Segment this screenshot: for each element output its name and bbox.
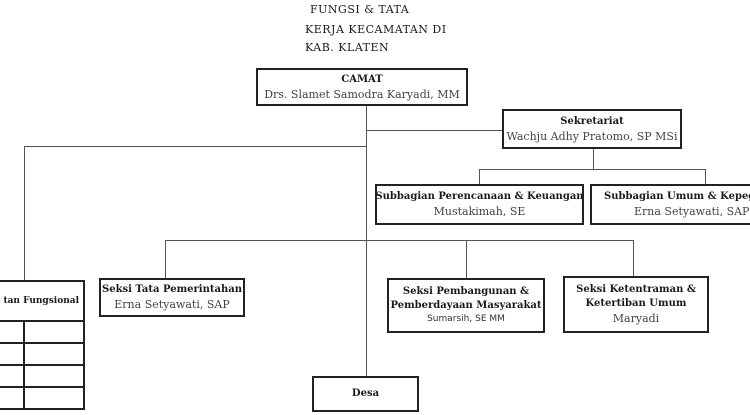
fungsional-cell — [0, 342, 25, 366]
subbagian-perencanaan-name: Mustakimah, SE — [433, 205, 526, 218]
fungsional-cell — [0, 320, 25, 344]
camat-title: CAMAT — [341, 73, 383, 85]
seksi-tata-name: Erna Setyawati, SAP — [114, 298, 230, 311]
connector-subbagian-left — [479, 169, 480, 184]
fungsional-cell — [23, 386, 85, 410]
seksi-pembangunan-name: Sumarsih, SE MM — [427, 314, 505, 324]
connector-sekretariat-down — [593, 149, 594, 169]
fungsional-cell — [23, 320, 85, 344]
fungsional-title-box: tan Fungsional — [0, 280, 85, 322]
fungsional-cell — [0, 364, 25, 388]
seksi-pembangunan-box: Seksi Pembangunan & Pemberdayaan Masyara… — [387, 278, 545, 333]
sekretariat-title: Sekretariat — [560, 115, 624, 127]
connector-subbagian-right — [705, 169, 706, 184]
desa-title: Desa — [351, 388, 380, 399]
fungsional-cell — [23, 342, 85, 366]
camat-name: Drs. Slamet Samodra Karyadi, MM — [264, 87, 460, 101]
fungsional-cell — [0, 386, 25, 410]
connector-camat-sekretariat — [366, 130, 502, 131]
fungsional-cell — [23, 364, 85, 388]
connector-seksi-pembangunan — [466, 240, 467, 278]
subbagian-umum-name: Erna Setyawati, SAP — [634, 205, 750, 218]
connector-seksi-tata — [165, 240, 166, 278]
heading-line-1: FUNGSI & TATA — [310, 3, 410, 16]
heading-line-2: KERJA KECAMATAN DI — [305, 23, 447, 36]
subbagian-perencanaan-box: Subbagian Perencanaan & Keuangan Mustaki… — [375, 184, 584, 225]
sekretariat-name: Wachju Adhy Pratomo, SP MSi — [506, 129, 678, 143]
subbagian-umum-title: Subbagian Umum & Kepegaw — [604, 191, 750, 202]
connector-seksi-horizontal — [165, 240, 633, 241]
connector-fungsional-vertical — [24, 146, 25, 280]
subbagian-perencanaan-title: Subbagian Perencanaan & Keuangan — [375, 191, 584, 202]
desa-box: Desa — [312, 376, 419, 412]
connector-seksi-ketentraman — [633, 240, 634, 276]
fungsional-title: tan Fungsional — [3, 296, 79, 306]
seksi-ketentraman-box: Seksi Ketentraman & Ketertiban Umum Mary… — [563, 276, 709, 333]
subbagian-umum-box: Subbagian Umum & Kepegaw Erna Setyawati,… — [590, 184, 750, 225]
seksi-ketentraman-name: Maryadi — [612, 312, 660, 325]
seksi-tata-title: Seksi Tata Pemerintahan — [102, 284, 242, 295]
heading-line-3: KAB. KLATEN — [305, 41, 390, 54]
seksi-pembangunan-title-1: Seksi Pembangunan & — [402, 286, 530, 297]
seksi-ketentraman-title-2: Ketertiban Umum — [585, 298, 687, 309]
connector-subbagian-horizontal — [479, 169, 705, 170]
camat-box: CAMAT Drs. Slamet Samodra Karyadi, MM — [256, 68, 468, 106]
sekretariat-box: Sekretariat Wachju Adhy Pratomo, SP MSi — [502, 109, 682, 149]
seksi-pembangunan-title-2: Pemberdayaan Masyarakat — [390, 300, 542, 311]
seksi-tata-box: Seksi Tata Pemerintahan Erna Setyawati, … — [99, 278, 245, 317]
connector-fungsional-horizontal — [24, 146, 367, 147]
seksi-ketentraman-title-1: Seksi Ketentraman & — [576, 284, 696, 295]
